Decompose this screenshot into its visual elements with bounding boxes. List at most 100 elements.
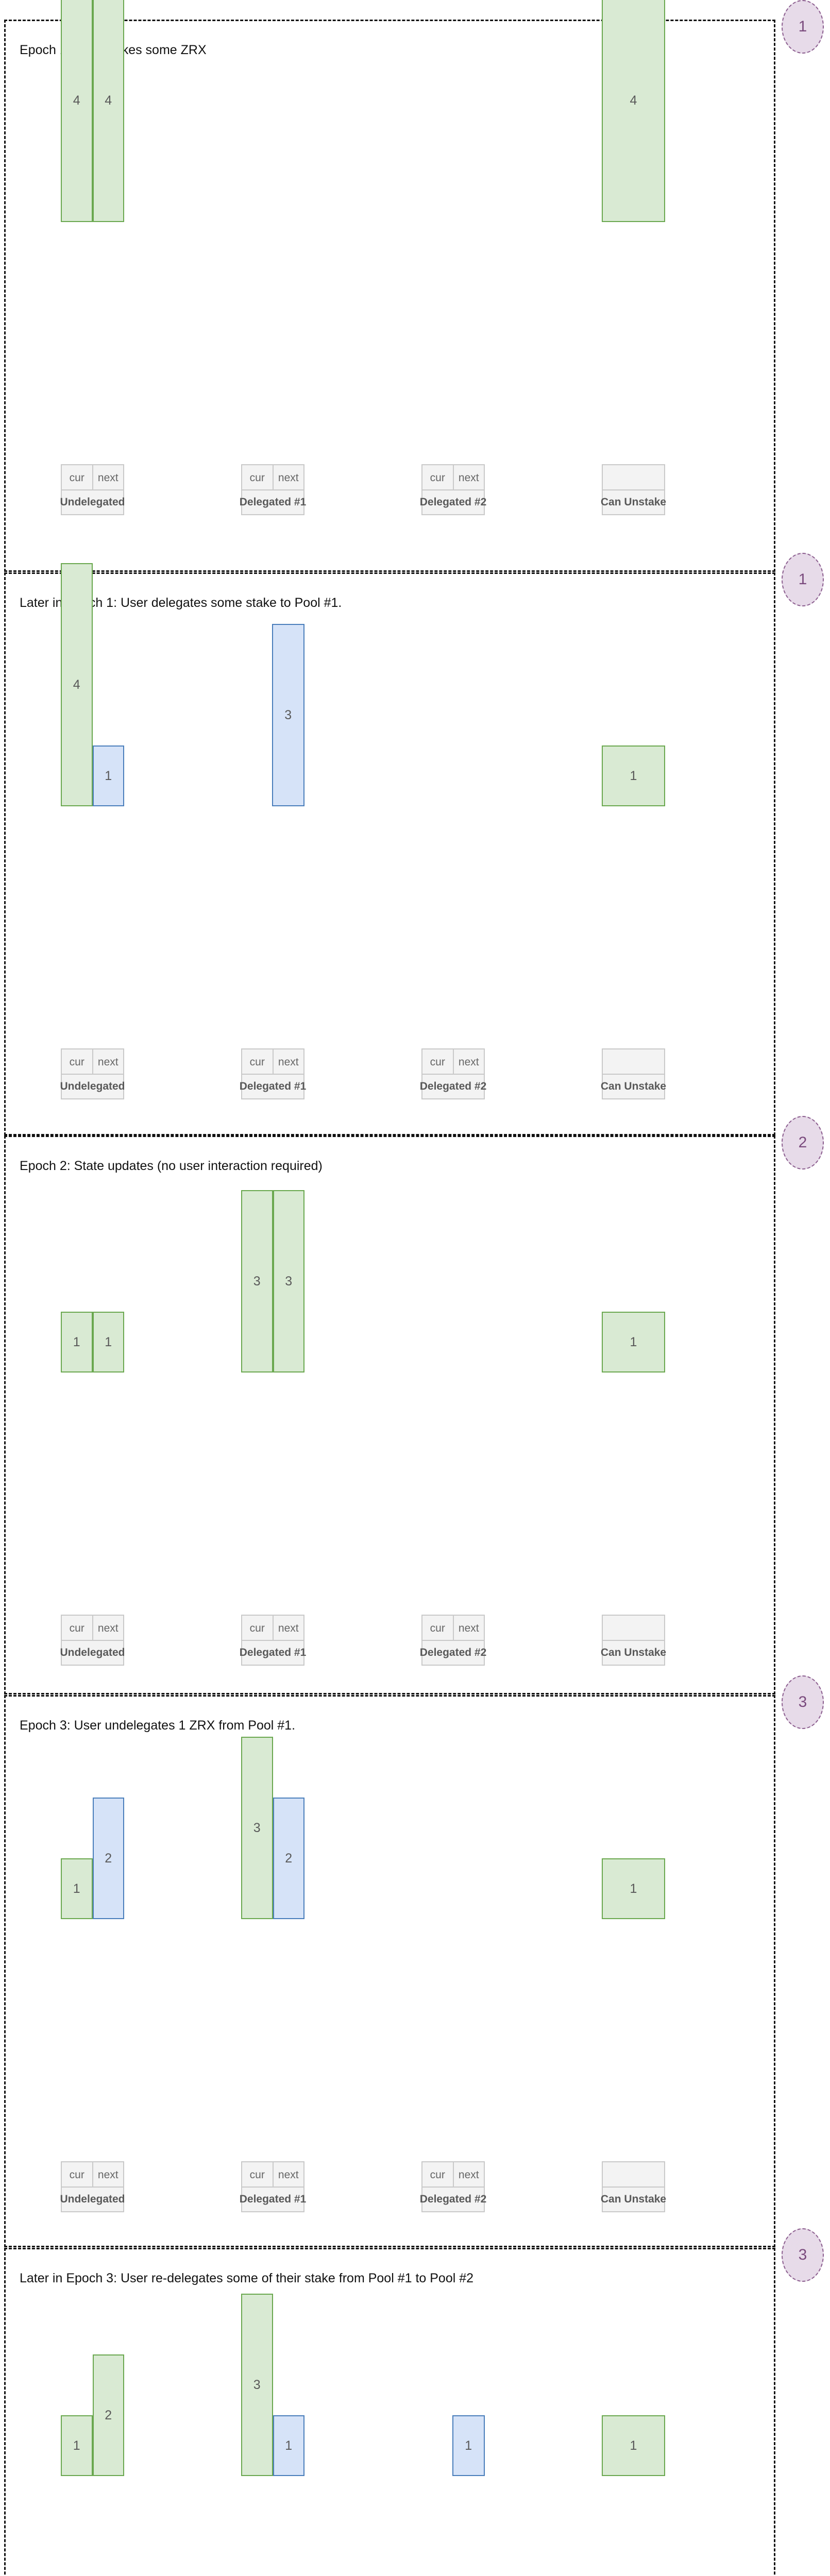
epoch-number-label: 3 (798, 2246, 807, 2263)
panel-title: Epoch 2: State updates (no user interact… (20, 1159, 323, 1173)
column-header-cur: cur (241, 1048, 274, 1076)
column-header-cur: cur (61, 1048, 93, 1076)
group-name-label: Delegated #1 (240, 1074, 306, 1099)
bar-value: 3 (253, 2377, 261, 2392)
bar-value: 2 (105, 2408, 112, 2422)
epoch-number-label: 1 (798, 571, 807, 588)
bar-value: 3 (285, 1274, 293, 1289)
epoch-number-badge: 2 (782, 1116, 824, 1170)
bar-value: 3 (253, 1820, 261, 1835)
column-header-cur: cur (61, 2161, 93, 2189)
bar-value: 1 (73, 2438, 80, 2453)
bar-segment: 2 (92, 1798, 124, 1919)
epoch-number-label: 1 (798, 18, 807, 35)
column-header-cur: cur (61, 1615, 93, 1642)
bar-value: 1 (630, 768, 637, 783)
column-header-next: next (92, 1048, 124, 1076)
column-header-blank (602, 1048, 665, 1076)
bar-value: 4 (105, 93, 112, 108)
bar-segment: 4 (92, 0, 124, 222)
column-header-blank (602, 2161, 665, 2189)
bar-segment: 1 (602, 2415, 665, 2476)
bar-stack (421, 1677, 485, 1919)
column-header-next: next (452, 1615, 485, 1642)
panel-title: Epoch 3: User undelegates 1 ZRX from Poo… (20, 1718, 296, 1733)
bar-value: 1 (630, 2438, 637, 2453)
bar-stack (421, 564, 485, 806)
bar-stack: 1 (421, 2234, 485, 2476)
bar-stack: 1 (602, 1677, 665, 1919)
epoch-panel: Epoch 1: User stakes some ZRX144curnextU… (0, 0, 830, 572)
column-header-row (602, 1615, 665, 1642)
bar-segment: 2 (273, 1798, 304, 1919)
bar-value: 1 (73, 1881, 80, 1896)
bar-segment: 4 (602, 0, 665, 222)
panel-dashed-border (4, 572, 775, 1136)
panel-dashed-border (4, 1136, 775, 1694)
bar-segment: 4 (61, 563, 93, 806)
group-name-label: Delegated #1 (240, 489, 306, 515)
bar-stack: 4 (602, 0, 665, 222)
epoch-number-badge: 3 (782, 2228, 824, 2282)
column-header-next: next (272, 464, 304, 492)
panel-dashed-border (4, 20, 775, 572)
group-name-label: Can Unstake (601, 2187, 666, 2212)
bar-segment: 1 (92, 1312, 124, 1372)
bar-value: 3 (284, 707, 292, 722)
column-header-next: next (452, 464, 485, 492)
column-header-row (602, 1048, 665, 1076)
bar-segment: 1 (61, 1858, 93, 1919)
bar-value: 1 (630, 1334, 637, 1349)
bar-stack: 1 (602, 2234, 665, 2476)
bar-stack: 1 (602, 1130, 665, 1372)
group-name-label: Undelegated (60, 489, 125, 515)
epoch-number-label: 3 (798, 1693, 807, 1710)
epoch-number-badge: 1 (782, 0, 824, 54)
bar-segment: 1 (602, 1858, 665, 1919)
column-header-next: next (272, 2161, 304, 2189)
bar-segment: 1 (602, 1312, 665, 1372)
group-name-label: Delegated #1 (240, 2187, 306, 2212)
bar-value: 2 (285, 1851, 293, 1866)
column-header-next: next (452, 2161, 485, 2189)
bar-segment: 3 (273, 1190, 304, 1372)
bar-segment: 1 (273, 2415, 304, 2476)
group-name-label: Undelegated (60, 2187, 125, 2212)
bar-value: 4 (73, 93, 80, 108)
bar-value: 1 (630, 1881, 637, 1896)
bar-stack (241, 0, 304, 222)
epoch-number-badge: 3 (782, 1675, 824, 1729)
bar-segment: 2 (92, 2354, 124, 2476)
column-header-cur: cur (241, 2161, 274, 2189)
epoch-number-label: 2 (798, 1134, 807, 1151)
group-name-label: Delegated #2 (420, 1640, 486, 1666)
column-header-next: next (92, 2161, 124, 2189)
group-name-label: Delegated #2 (420, 1074, 486, 1099)
bar-segment: 3 (241, 1190, 273, 1372)
bar-value: 4 (73, 677, 80, 692)
column-header-row (602, 2161, 665, 2189)
bar-value: 2 (105, 1851, 112, 1866)
panel-dashed-border (4, 1695, 775, 2247)
column-header-cur: cur (421, 1615, 454, 1642)
column-header-next: next (92, 1615, 124, 1642)
panel-title: Later in Epoch 3: User re-delegates some… (20, 2271, 474, 2285)
column-header-next: next (272, 1048, 304, 1076)
group-name-label: Delegated #2 (420, 2187, 486, 2212)
bar-segment: 3 (241, 1737, 273, 1919)
